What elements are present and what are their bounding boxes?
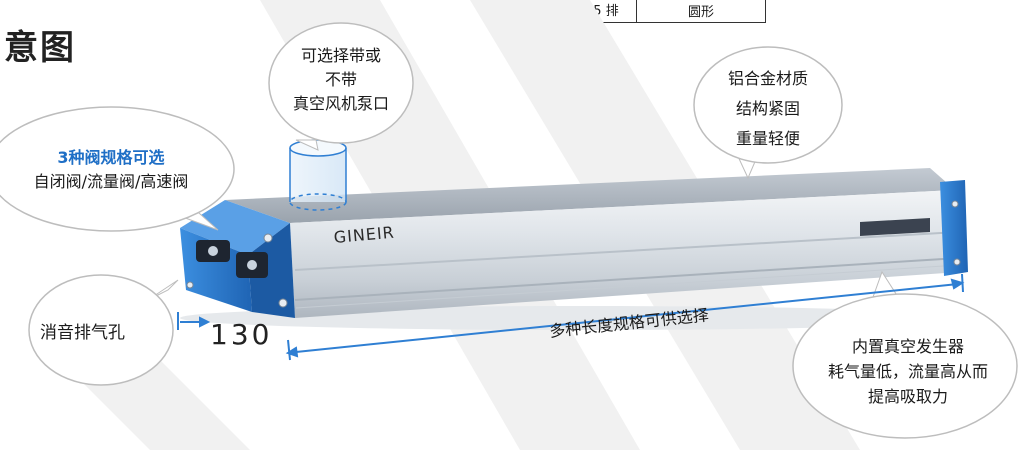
pump-port-text: 可选择带或 不带 真空风机泵口 [282,44,400,116]
page-title: 意图 [4,28,76,68]
generator-line-3: 提高吸取力 [867,387,948,406]
vacuum-gripper-body [180,168,980,330]
bubble-generator [792,270,1018,439]
pump-port-line-3: 真空风机泵口 [292,94,389,113]
bubble-exhaust [28,274,179,386]
valves-text: 3种阀规格可选 自闭阀/流量阀/高速阀 [0,146,226,194]
generator-line-2: 耗气量低，流量高从而 [827,362,988,381]
material-text: 铝合金材质 结构紧固 重量轻便 [708,64,828,154]
bubble-pump-port [268,22,414,151]
dimension-length-line [285,273,965,361]
material-line-3: 重量轻便 [735,129,800,148]
valve-options-highlight: 3种阀规格可选 [57,148,165,167]
pump-port-line-2: 不带 [324,70,357,89]
material-line-1: 铝合金材质 [727,69,808,88]
dimension-width-line [177,312,211,330]
valve-types: 自闭阀/流量阀/高速阀 [33,172,189,191]
table-cell-shape: 圆形 [687,5,714,20]
right-end-cap [940,180,968,276]
pump-port-line-1: 可选择带或 [300,46,381,65]
bubble-valves [0,106,235,232]
left-end-cap [180,200,295,318]
width-dimension-label: 130 [210,318,273,351]
exhaust-label: 消音排气孔 [40,323,125,343]
table-cell-rows: 5 排 [576,0,637,22]
generator-text: 内置真空发生器 耗气量低，流量高从而 提高吸取力 [798,334,1018,409]
generator-line-1: 内置真空发生器 [851,337,964,356]
material-line-2: 结构紧固 [735,99,800,118]
bubble-material [693,46,843,180]
pump-port-cylinder [289,139,347,211]
